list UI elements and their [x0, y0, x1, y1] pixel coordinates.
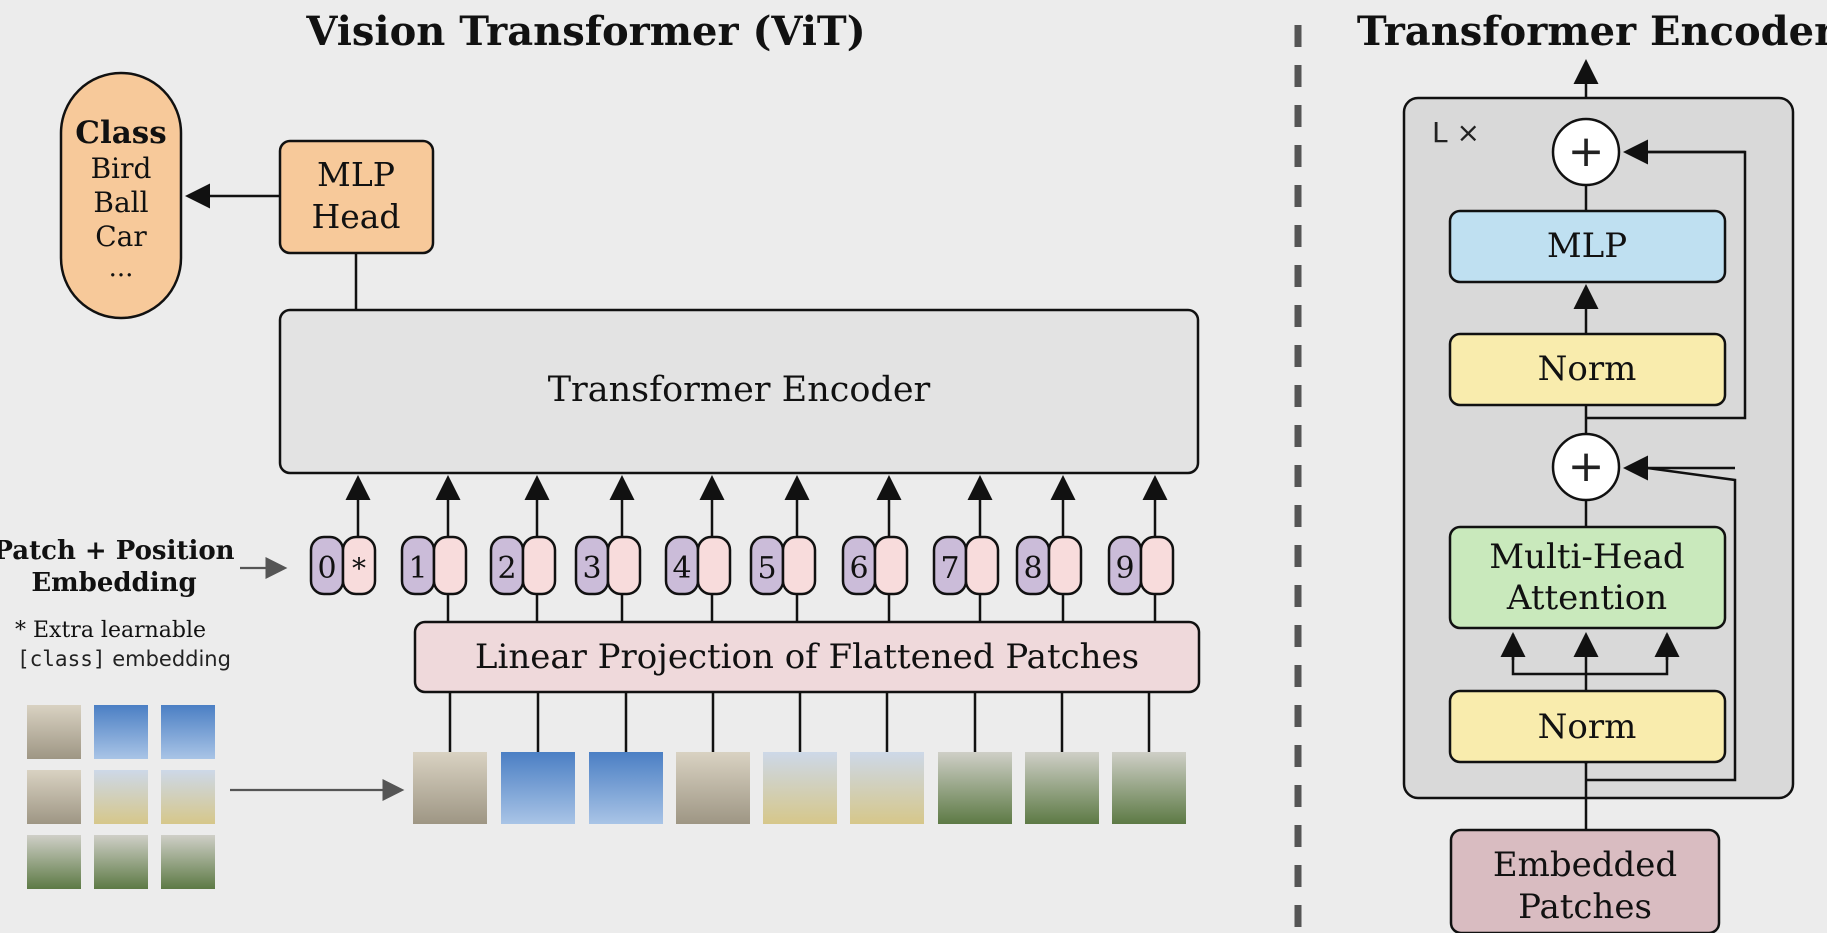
flat-patch-2 [501, 752, 575, 824]
encoder-title: Transformer Encoder [1357, 8, 1827, 55]
transformer-encoder-label: Transformer Encoder [548, 370, 931, 410]
token-pair-9: 9 [1107, 475, 1175, 622]
plus-symbol-1: + [1568, 441, 1605, 492]
grid-patch-1 [27, 705, 81, 759]
patch-position-line1: Patch + Position [0, 536, 235, 566]
position-label-0: 0 [317, 551, 336, 586]
position-label-6: 6 [849, 551, 868, 586]
embedded-patches-line1: Embedded [1493, 845, 1677, 885]
patch-token-4 [696, 535, 732, 596]
class-heading: Class [75, 115, 166, 151]
grid-patch-5 [94, 770, 148, 824]
flat-patch-7 [938, 752, 1012, 824]
token-pair-1: 1 [400, 475, 468, 622]
norm-bottom-label: Norm [1538, 707, 1637, 747]
mha-line2: Attention [1506, 578, 1667, 618]
norm-top-label: Norm [1538, 349, 1637, 389]
patch-token-5 [781, 535, 817, 596]
mlp-block-box [1448, 209, 1727, 284]
grid-patch-4 [27, 770, 81, 824]
token-pair-6: 6 [841, 475, 909, 622]
position-label-4: 4 [672, 551, 691, 586]
class-token-marker: * [352, 552, 366, 585]
patch-token-3 [606, 535, 642, 596]
token-pair-8: 8 [1015, 475, 1083, 622]
grid-patch-7 [27, 835, 81, 889]
class-item-bird: Bird [91, 152, 152, 185]
token-pair-7: 7 [932, 475, 1000, 622]
norm-top-box [1448, 332, 1727, 407]
position-label-2: 2 [497, 551, 516, 586]
embedded-patches-box [1449, 828, 1721, 933]
residual-connection-1 [1586, 465, 1737, 782]
mlp-head-line1: MLP [317, 155, 395, 194]
position-label-8: 8 [1023, 551, 1042, 586]
class-item-ellipsis: ... [109, 253, 134, 283]
class-item-car: Car [95, 220, 147, 253]
class-item-ball: Ball [93, 186, 148, 219]
residual-add-2 [1551, 117, 1621, 187]
flattened-patches [413, 752, 1186, 824]
patch-token-6 [873, 535, 909, 596]
token-pair-2: 2 [489, 475, 557, 622]
plus-symbol-2: + [1568, 126, 1605, 177]
patch-connectors [448, 692, 1151, 752]
linear-projection-label: Linear Projection of Flattened Patches [475, 637, 1139, 677]
class-token: 0 * [309, 475, 377, 596]
flat-patch-4 [676, 752, 750, 824]
extra-note-code: [class] [17, 647, 106, 671]
flat-patch-3 [589, 752, 663, 824]
multi-head-attention-box [1448, 525, 1727, 630]
patch-token-9 [1139, 535, 1175, 596]
class-output-box [59, 71, 183, 320]
patch-token-2 [521, 535, 557, 596]
source-image-grid [27, 705, 215, 889]
token-pair-3: 3 [574, 475, 642, 622]
class-embedding-token [341, 535, 377, 596]
token-pair-4: 4 [664, 475, 732, 622]
position-label-9: 9 [1115, 551, 1134, 586]
extra-note-line1: * Extra learnable [15, 618, 206, 643]
position-label-7: 7 [940, 551, 959, 586]
patch-token-7 [964, 535, 1000, 596]
grid-patch-6 [161, 770, 215, 824]
patch-position-line2: Embedding [31, 568, 196, 598]
extra-note-rest: embedding [106, 647, 231, 671]
token-pair-5: 5 [749, 475, 817, 622]
mha-line1: Multi-Head [1489, 537, 1684, 577]
linear-projection-box [413, 620, 1201, 694]
vit-title: Vision Transformer (ViT) [305, 8, 865, 55]
flat-patch-9 [1112, 752, 1186, 824]
repeat-label: L × [1432, 116, 1480, 149]
flat-patch-5 [763, 752, 837, 824]
grid-patch-2 [94, 705, 148, 759]
mlp-head-line2: Head [311, 197, 400, 236]
embedded-patches-line2: Patches [1518, 887, 1652, 927]
transformer-encoder-box [278, 308, 1200, 475]
mlp-block-label: MLP [1547, 226, 1627, 266]
flat-patch-8 [1025, 752, 1099, 824]
grid-patch-3 [161, 705, 215, 759]
grid-patch-8 [94, 835, 148, 889]
embedded-tokens: 1 2 3 4 5 6 7 8 9 [400, 475, 1175, 622]
patch-token-1 [432, 535, 468, 596]
position-label-3: 3 [582, 551, 601, 586]
flat-patch-1 [413, 752, 487, 824]
extra-note-line2: [class] embedding [17, 647, 231, 671]
grid-patch-9 [161, 835, 215, 889]
position-label-5: 5 [757, 551, 776, 586]
flat-patch-6 [850, 752, 924, 824]
position-label-1: 1 [408, 551, 427, 586]
norm-bottom-box [1448, 689, 1727, 764]
patch-token-8 [1047, 535, 1083, 596]
